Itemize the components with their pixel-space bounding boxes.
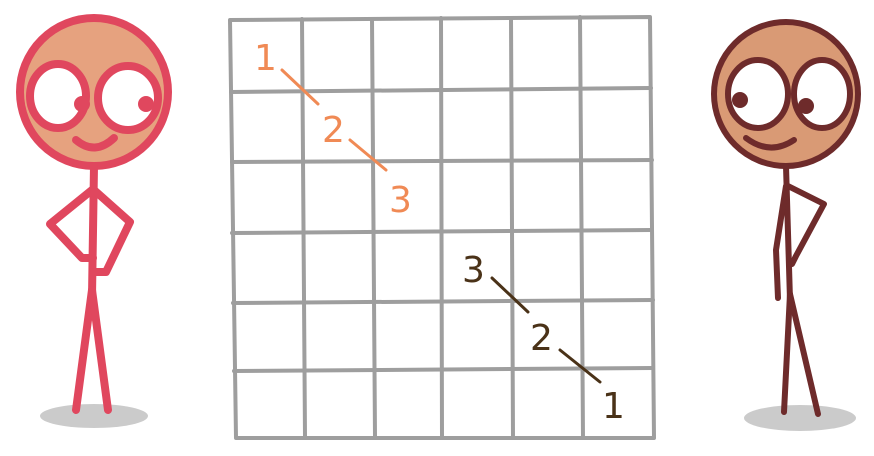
left-leg-right xyxy=(88,286,112,414)
brown-label-2: 2 xyxy=(530,318,553,359)
grid-vline xyxy=(370,17,377,439)
grid-hline xyxy=(230,158,654,164)
left-arm-right xyxy=(90,186,134,276)
left-smile xyxy=(72,134,118,152)
right-arm-right xyxy=(785,183,827,267)
brown-label-1: 1 xyxy=(602,386,625,427)
right-pupil-left xyxy=(732,92,748,108)
left-shadow xyxy=(40,404,148,428)
right-leg-left xyxy=(781,291,793,415)
left-eye-left xyxy=(26,60,90,132)
brown-connector xyxy=(558,348,602,384)
grid-vline xyxy=(578,15,585,440)
left-torso xyxy=(88,162,98,300)
orange-label-3: 3 xyxy=(389,180,412,221)
left-leg-left xyxy=(72,286,96,414)
right-eye-left xyxy=(725,57,791,131)
grid-hline xyxy=(229,86,653,94)
right-arm-left xyxy=(773,183,789,301)
grid-vline xyxy=(509,16,515,440)
grid-vline xyxy=(439,16,444,440)
right-pupil-right xyxy=(798,98,814,114)
brown-sequence: 3 2 1 xyxy=(462,250,625,427)
orange-connector xyxy=(280,68,320,106)
grid-hline xyxy=(231,298,655,305)
right-leg-right xyxy=(787,291,821,417)
left-figure xyxy=(16,14,172,428)
brown-label-3: 3 xyxy=(462,250,485,291)
orange-connector xyxy=(348,138,388,172)
right-figure xyxy=(711,19,861,431)
right-shadow xyxy=(744,405,856,431)
grid-hline xyxy=(230,228,654,235)
right-eye-right xyxy=(791,57,853,131)
brown-connector xyxy=(490,276,530,314)
left-pupil-left xyxy=(74,96,90,112)
orange-label-2: 2 xyxy=(322,110,345,151)
right-smile xyxy=(743,135,797,151)
left-pupil-right xyxy=(138,96,154,112)
left-arm-left xyxy=(46,186,97,262)
orange-sequence: 1 2 3 xyxy=(254,38,412,221)
left-eye-right xyxy=(94,62,162,134)
orange-label-1: 1 xyxy=(254,38,277,79)
grid-vline xyxy=(300,17,307,439)
grid-hline xyxy=(232,366,655,373)
